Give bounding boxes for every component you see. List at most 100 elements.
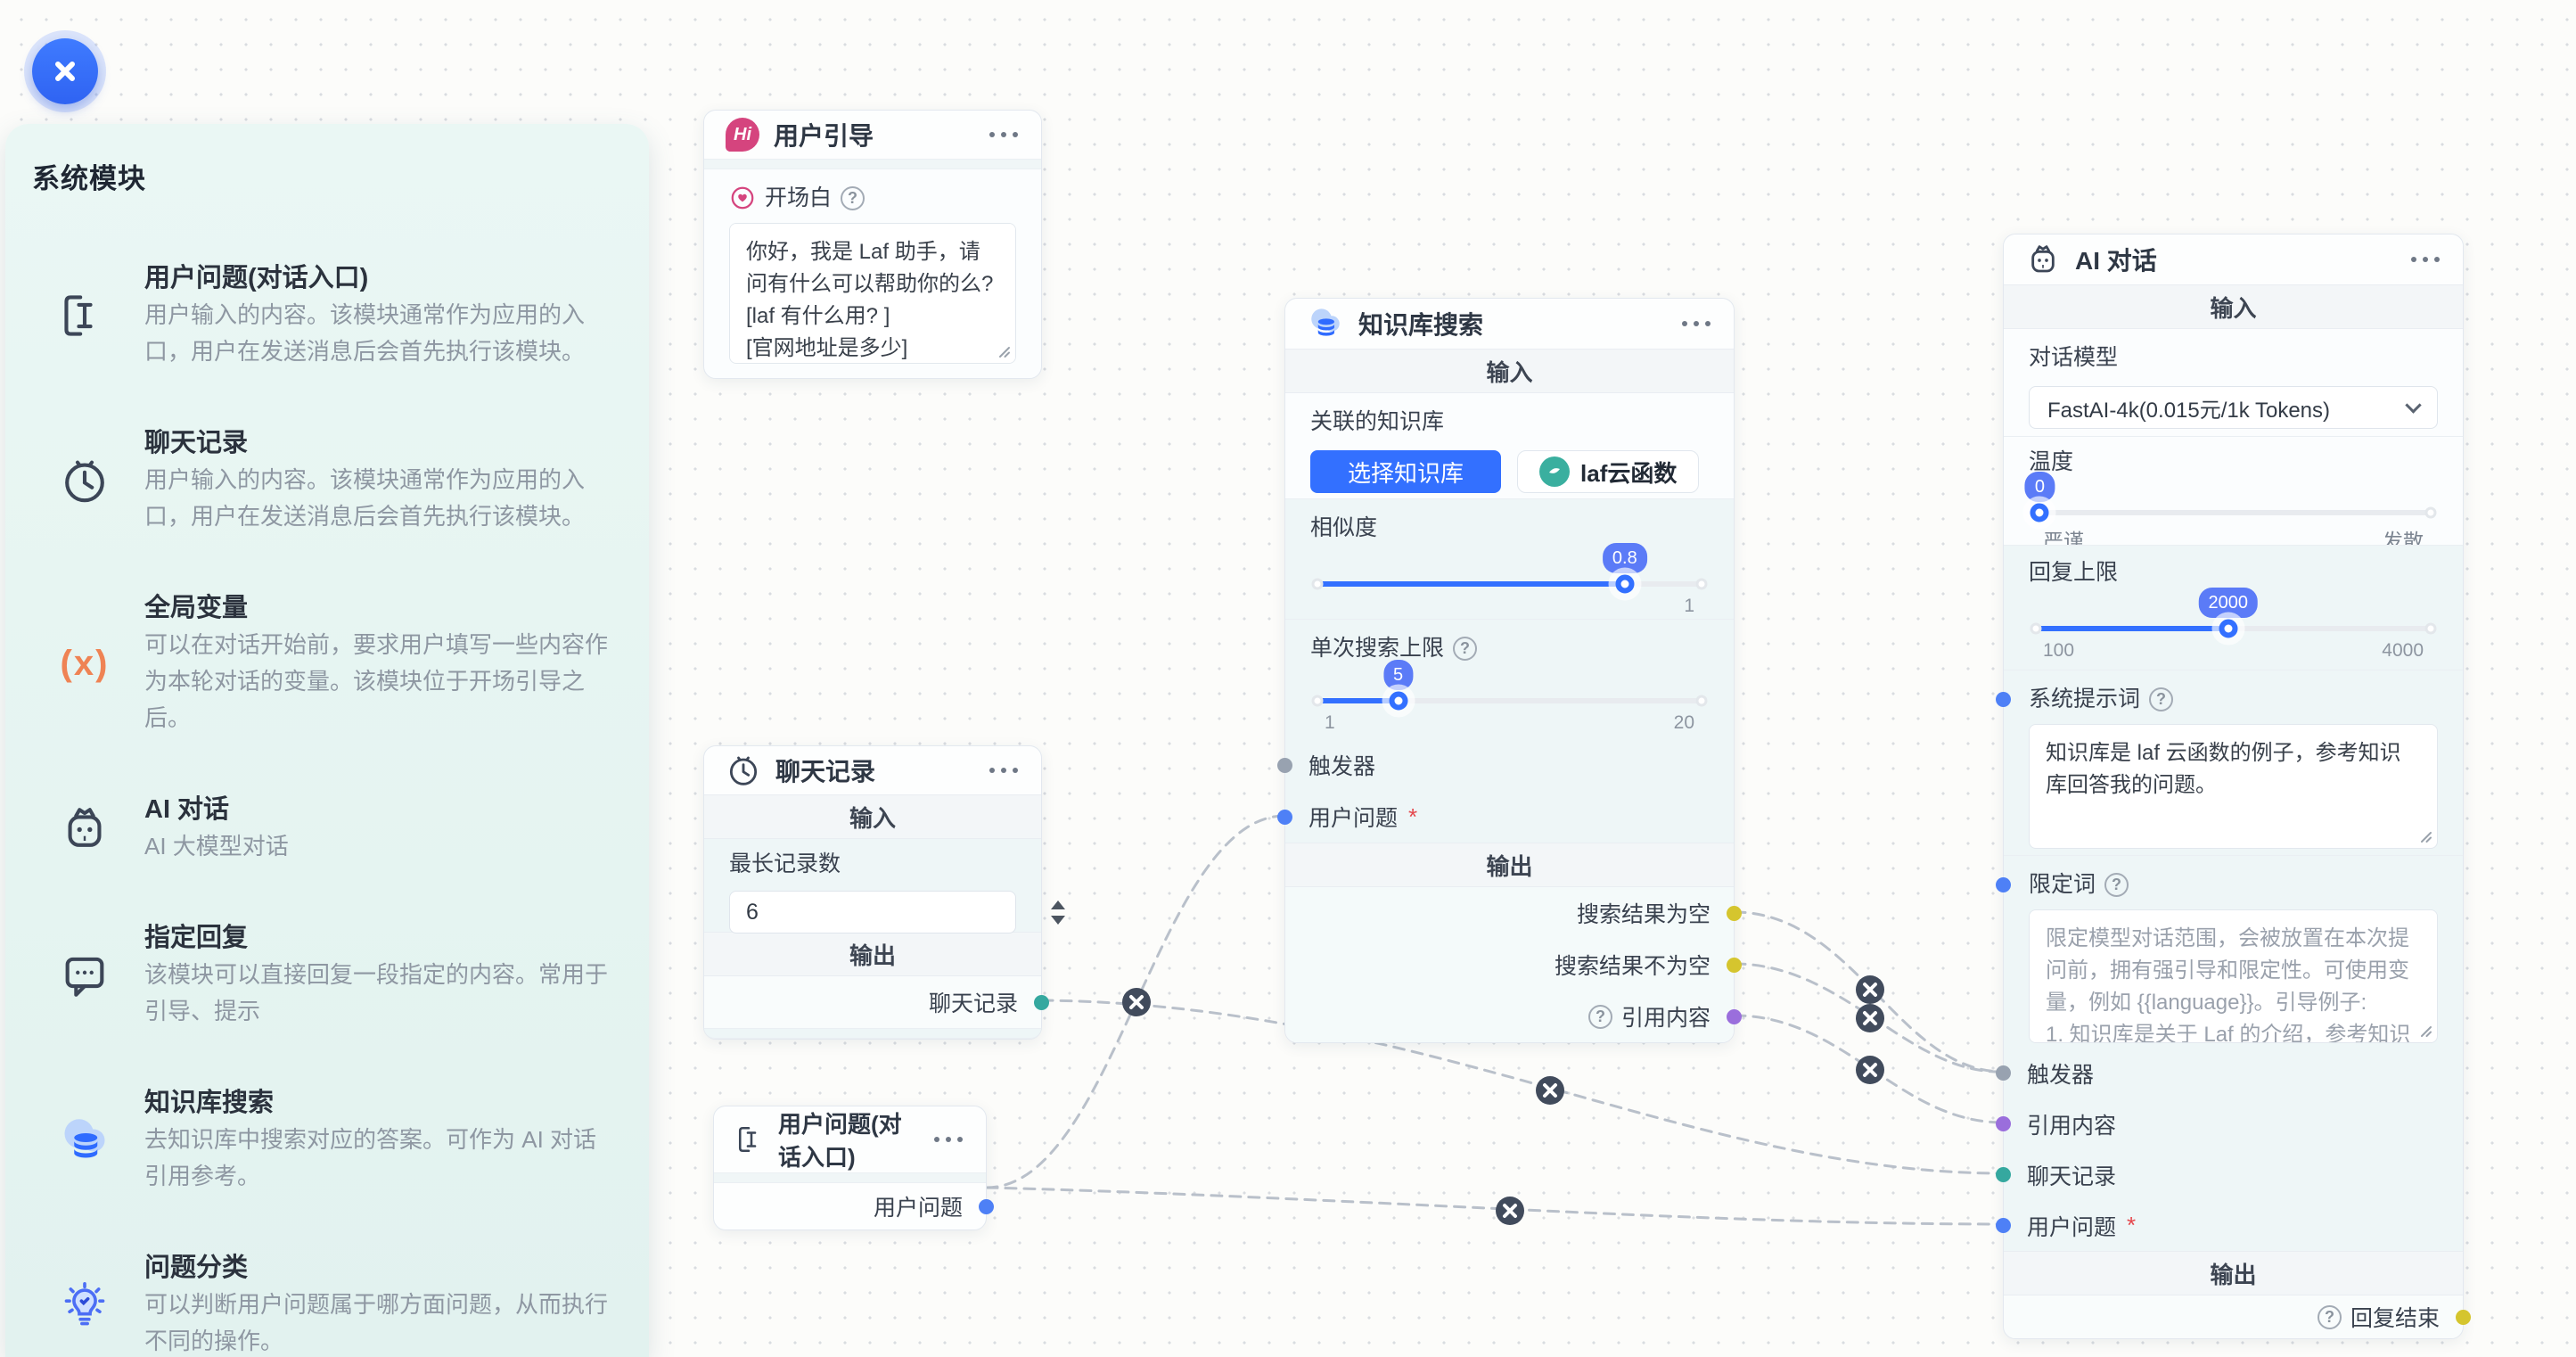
system-prompt-textarea[interactable]: 知识库是 laf 云函数的例子，参考知识库回答我的问题。 (2029, 724, 2438, 849)
edge-delete-icon[interactable] (1856, 1004, 1884, 1032)
more-menu-icon[interactable] (988, 125, 1020, 144)
section-output-header: 输出 (2004, 1251, 2463, 1295)
connector-user-question-input[interactable] (1996, 1218, 2011, 1233)
edge-delete-icon[interactable] (1856, 1056, 1884, 1084)
slider-thumb[interactable] (1615, 574, 1635, 594)
bulb-icon (32, 1279, 137, 1331)
system-prompt-label: 系统提示词 (2029, 687, 2141, 711)
more-menu-icon[interactable] (932, 1130, 964, 1149)
connector-user-question-output[interactable] (979, 1198, 994, 1214)
output-label: 回复结束 (2350, 1306, 2440, 1331)
connector-chat-history-input[interactable] (1996, 1167, 2011, 1182)
output-label: 搜索结果不为空 (1554, 954, 1710, 979)
sidebar-item-desc: 可以判断用户问题属于哪方面问题，从而执行不同的操作。 (144, 1291, 609, 1354)
node-user-question[interactable]: 用户问题(对话入口) 用户问题 (713, 1106, 994, 1230)
section-input-header: 输入 (704, 794, 1041, 839)
input-row-user-question: 用户问题* (1996, 1200, 2463, 1251)
step-down-icon (1051, 915, 1065, 925)
section-output-header: 输出 (1285, 843, 1734, 887)
text-cursor-icon (738, 1126, 757, 1153)
more-menu-icon[interactable] (1680, 314, 1712, 333)
close-button[interactable] (32, 38, 98, 104)
connector-trigger-input[interactable] (1996, 1065, 2011, 1081)
limit-words-label: 限定词 (2029, 872, 2096, 897)
connector-reply-end-output[interactable] (2456, 1309, 2471, 1325)
more-menu-icon[interactable] (988, 761, 1020, 780)
node-chat-history[interactable]: 聊天记录 输入 最长记录数 输出 聊天记录 (703, 745, 1065, 1040)
edge-delete-icon[interactable] (1856, 975, 1884, 1004)
section-input-header: 输入 (2004, 284, 2463, 329)
connector-search-not-empty-output[interactable] (1727, 957, 1742, 973)
slider-thumb[interactable] (2219, 619, 2238, 638)
database-icon (1311, 308, 1340, 336)
model-select[interactable]: FastAI-4k(0.015元/1k Tokens) (2029, 386, 2438, 429)
node-header: 用户问题(对话入口) (714, 1106, 986, 1172)
divider (704, 1028, 1041, 1039)
sidebar-item-ai-chat[interactable]: AI 对话 AI 大模型对话 (32, 792, 619, 865)
output-row-quote: ? 引用内容 (1285, 991, 1742, 1042)
help-icon[interactable]: ? (2104, 872, 2129, 897)
node-header: Hi 用户引导 (704, 111, 1041, 159)
connector-quote-input[interactable] (1996, 1116, 2011, 1131)
slider-max-label: 4000 (2382, 640, 2424, 661)
number-field[interactable] (734, 899, 1046, 925)
sidebar-title: 系统模块 (32, 163, 146, 194)
sidebar-item-kb-search[interactable]: 知识库搜索 去知识库中搜索对应的答案。可作为 AI 对话引用参考。 (32, 1085, 619, 1195)
text-cursor-icon (32, 290, 137, 341)
slider-thumb[interactable] (2030, 503, 2049, 522)
edge-delete-icon[interactable] (1496, 1197, 1524, 1225)
opening-textarea[interactable]: 你好，我是 Laf 助手，请问有什么可以帮助你的么? [laf 有什么用? ] … (729, 223, 1016, 364)
help-icon[interactable]: ? (2149, 687, 2174, 711)
help-icon[interactable]: ? (841, 185, 866, 210)
search-limit-label: 单次搜索上限 (1310, 636, 1445, 661)
more-menu-icon[interactable] (2409, 250, 2441, 269)
connector-limit-words-input[interactable] (1996, 877, 2011, 892)
sidebar-item-desc: 可以在对话开始前，要求用户填写一些内容作为本轮对话的变量。该模块位于开场引导之后… (144, 631, 609, 731)
max-records-input (729, 891, 1065, 933)
dataset-tag[interactable]: laf云函数 (1517, 450, 1700, 493)
similarity-slider[interactable]: 0.8 1 (1311, 543, 1708, 617)
connector-quote-output[interactable] (1727, 1008, 1742, 1024)
slider-max-label: 1 (1684, 596, 1694, 616)
clock-icon (729, 756, 758, 785)
input-label: 用户问题 (1309, 806, 1399, 831)
sidebar-item-fixed-reply[interactable]: 指定回复 该模块可以直接回复一段指定的内容。常用于引导、提示 (32, 920, 619, 1030)
connector-chat-history-output[interactable] (1034, 994, 1049, 1010)
sidebar-item-chat-history[interactable]: 聊天记录 用户输入的内容。该模块通常作为应用的入口，用户在发送消息后会首先执行该… (32, 425, 619, 535)
select-dataset-button[interactable]: 选择知识库 (1310, 450, 1502, 493)
edge-delete-icon[interactable] (1536, 1076, 1564, 1105)
sidebar-item-question-classify[interactable]: 问题分类 可以判断用户问题属于哪方面问题，从而执行不同的操作。 (32, 1250, 619, 1357)
node-title: 用户问题(对话入口) (778, 1111, 902, 1171)
help-icon[interactable]: ? (1453, 636, 1478, 661)
input-label: 触发器 (2027, 1062, 2095, 1088)
sidebar-item-label: 指定回复 (144, 924, 249, 952)
help-icon[interactable]: ? (1587, 1004, 1612, 1029)
node-ai-chat[interactable]: AI 对话 输入 对话模型 FastAI-4k(0.015元/1k Tokens… (1996, 234, 2471, 1339)
edge-delete-icon[interactable] (1122, 988, 1151, 1016)
limit-words-textarea[interactable] (2029, 909, 2438, 1043)
connector-system-prompt-input[interactable] (1996, 692, 2011, 707)
number-stepper[interactable] (1046, 900, 1071, 925)
connector-user-question-input[interactable] (1277, 809, 1292, 825)
max-reply-label: 回复上限 (2029, 560, 2119, 585)
sidebar-item-global-variables[interactable]: (x) 全局变量 可以在对话开始前，要求用户填写一些内容作为本轮对话的变量。该模… (32, 590, 619, 736)
slider-value-badge: 0.8 (1602, 543, 1647, 573)
node-kb-search[interactable]: 知识库搜索 输入 关联的知识库 选择知识库 laf云函数 相似度 (1277, 298, 1742, 1043)
input-row-quote: 引用内容 (1996, 1098, 2463, 1149)
connector-trigger-input[interactable] (1277, 757, 1292, 773)
input-label: 用户问题 (2027, 1214, 2117, 1240)
sidebar-item-user-question[interactable]: 用户问题(对话入口) 用户输入的内容。该模块通常作为应用的入口，用户在发送消息后… (32, 260, 619, 370)
module-list: 用户问题(对话入口) 用户输入的内容。该模块通常作为应用的入口，用户在发送消息后… (32, 260, 619, 1357)
slider-thumb[interactable] (1389, 691, 1407, 711)
sidebar-item-desc: 去知识库中搜索对应的答案。可作为 AI 对话引用参考。 (144, 1126, 597, 1189)
opening-label: 开场白 (765, 185, 833, 210)
node-user-guide[interactable]: Hi 用户引导 开场白 ? 你好，我是 Laf 助手，请问有什么可以帮助你的么?… (703, 110, 1042, 379)
connector-search-empty-output[interactable] (1727, 905, 1742, 921)
variable-icon: (x) (60, 643, 110, 683)
model-label: 对话模型 (2029, 345, 2119, 370)
help-icon[interactable]: ? (2317, 1304, 2342, 1329)
input-label: 聊天记录 (2027, 1164, 2117, 1189)
